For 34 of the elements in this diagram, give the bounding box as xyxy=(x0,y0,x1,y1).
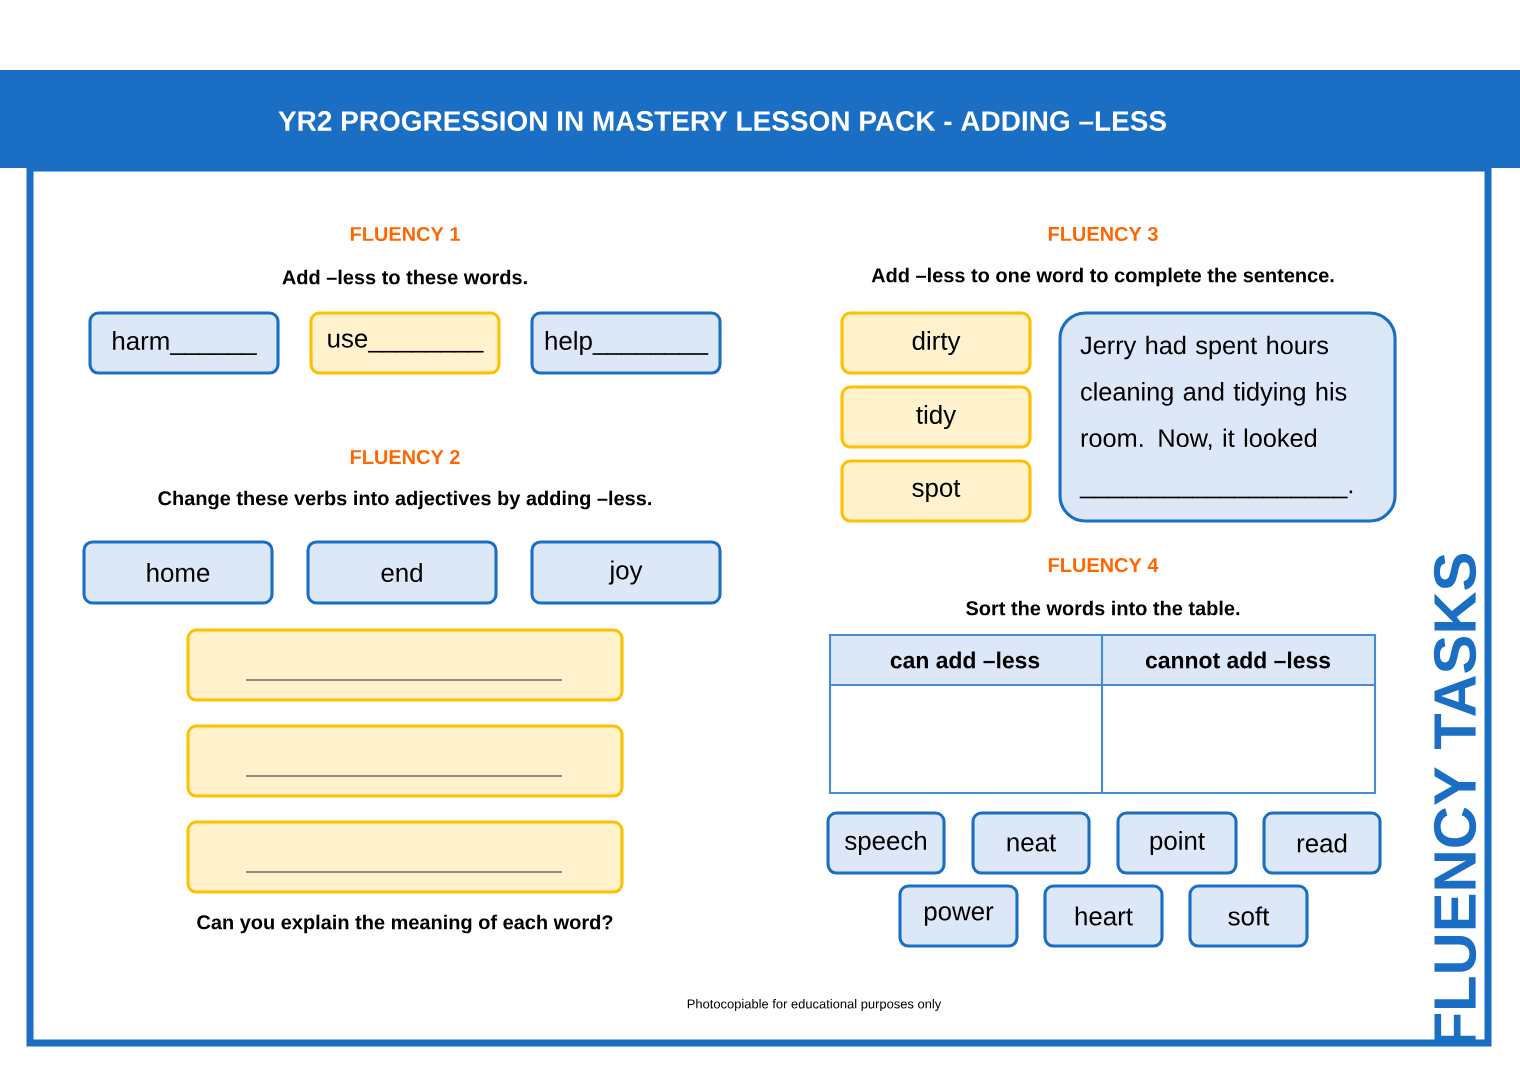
answer-box xyxy=(186,628,624,702)
instruction-text: Sort the words into the table. xyxy=(966,600,1240,616)
word-card: help________ xyxy=(530,311,722,375)
word-card: dirty xyxy=(840,311,1032,375)
section-heading: FLUENCY 1 xyxy=(350,226,460,242)
word-card: spot xyxy=(840,459,1032,523)
word-card: neat xyxy=(971,811,1091,875)
word-card: use________ xyxy=(309,311,501,375)
word-card: point xyxy=(1116,811,1238,875)
instruction-text: cannot add –less xyxy=(1145,651,1330,669)
answer-box xyxy=(186,724,624,798)
header-band: YR2 PROGRESSION IN MASTERY LESSON PACK - ADDING –LESS xyxy=(0,70,1520,168)
section-heading: FLUENCY 4 xyxy=(1048,557,1159,573)
instruction-text: Change these verbs into adjectives by adding –less. xyxy=(158,490,651,510)
section-heading: FLUENCY 2 xyxy=(350,449,460,465)
word-card: tidy xyxy=(840,385,1032,449)
word-card: read xyxy=(1262,811,1382,875)
side-title: FLUENCY TASKS xyxy=(1433,553,1477,1045)
word-card: end xyxy=(306,540,498,605)
word-card: joy xyxy=(530,540,722,605)
word-card: speech xyxy=(826,811,946,875)
section-heading: FLUENCY 3 xyxy=(1048,226,1158,242)
word-card: heart xyxy=(1043,884,1164,948)
answer-box xyxy=(186,820,624,894)
sentence-box: Jerry had spent hours cleaning and tidying his room. Now, it looked ___________________. xyxy=(1058,311,1397,523)
word-card: power xyxy=(898,884,1019,948)
instruction-text: Can you explain the meaning of each word? xyxy=(197,914,613,934)
word-card: soft xyxy=(1188,884,1309,948)
instruction-text: can add –less xyxy=(890,651,1040,669)
word-card: home xyxy=(82,540,274,605)
footer-note: Photocopiable for educational purposes only xyxy=(687,999,942,1012)
word-card: harm______ xyxy=(88,311,280,375)
instruction-text: Add –less to one word to complete the sentence. xyxy=(871,267,1334,287)
instruction-text: Add –less to these words. xyxy=(282,269,527,285)
